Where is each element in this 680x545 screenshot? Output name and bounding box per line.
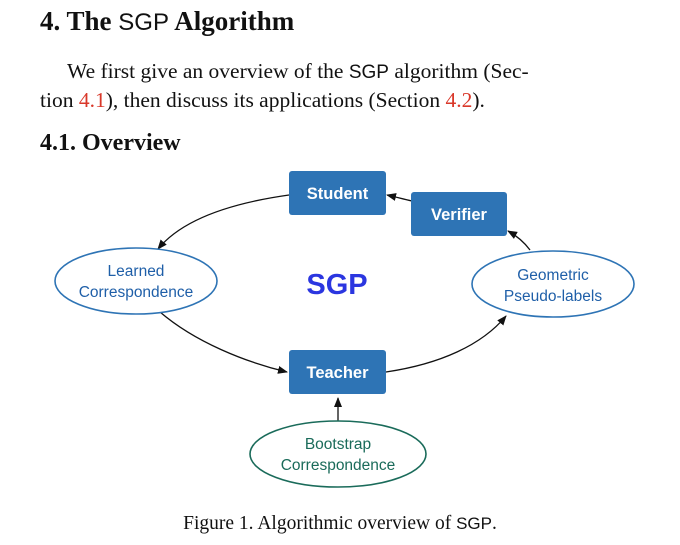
arrow-verifier-to-student: [386, 193, 413, 202]
geometric-pseudo-labels-node: Geometric Pseudo-labels: [471, 250, 635, 318]
arrow-teacher-to-geometric: [385, 315, 507, 373]
figure-caption: Figure 1. Algorithmic overview of SGP.: [0, 513, 680, 535]
intro-text-1-end: algorithm (Sec-: [394, 59, 529, 83]
section-word-algorithm: Algorithm: [174, 6, 295, 36]
intro-text-2-mid: ), then discuss its applications (Sectio…: [105, 88, 441, 112]
caption-method-name: SGP: [456, 514, 492, 533]
intro-method-name: SGP: [348, 62, 389, 83]
teacher-node: Teacher: [289, 350, 386, 394]
bootstrap-label-line1: Bootstrap: [305, 436, 371, 453]
verifier-label: Verifier: [431, 206, 488, 224]
section-ref-link-1[interactable]: 4.1: [78, 88, 106, 112]
learned-label-line2: Correspondence: [79, 284, 194, 301]
student-label: Student: [307, 185, 369, 203]
bootstrap-correspondence-node: Bootstrap Correspondence: [249, 420, 427, 488]
center-sgp-label: SGP: [306, 269, 367, 301]
arrow-geometric-to-verifier: [507, 230, 531, 251]
learned-label-line1: Learned: [108, 263, 165, 280]
student-node: Student: [289, 171, 386, 215]
learned-correspondence-node: Learned Correspondence: [54, 247, 218, 315]
geometric-label-line2: Pseudo-labels: [504, 288, 602, 305]
arrow-learned-to-teacher: [159, 311, 288, 374]
intro-text-2-end: ).: [472, 88, 485, 112]
subsection-heading: 4.1. Overview: [40, 130, 181, 156]
teacher-label: Teacher: [306, 364, 369, 382]
section-method-name: SGP: [118, 9, 169, 36]
caption-suffix: .: [491, 513, 497, 534]
verifier-node: Verifier: [411, 192, 507, 236]
geometric-label-line1: Geometric: [517, 267, 589, 284]
bootstrap-label-line2: Correspondence: [281, 457, 396, 474]
section-word-the: The: [66, 6, 112, 36]
arrow-student-to-learned: [157, 194, 290, 250]
section-heading: 4. The SGP Algorithm: [40, 6, 294, 37]
section-number: 4.: [40, 6, 61, 36]
intro-paragraph-line1: We first give an overview of the SGP alg…: [40, 57, 626, 87]
intro-paragraph-line2: tion 4.1), then discuss its applications…: [40, 86, 626, 115]
intro-text-1: We first give an overview of the: [67, 59, 344, 83]
intro-text-2-start: tion: [40, 88, 74, 112]
caption-prefix: Figure 1. Algorithmic overview of: [183, 513, 452, 534]
section-ref-link-2[interactable]: 4.2: [445, 88, 473, 112]
